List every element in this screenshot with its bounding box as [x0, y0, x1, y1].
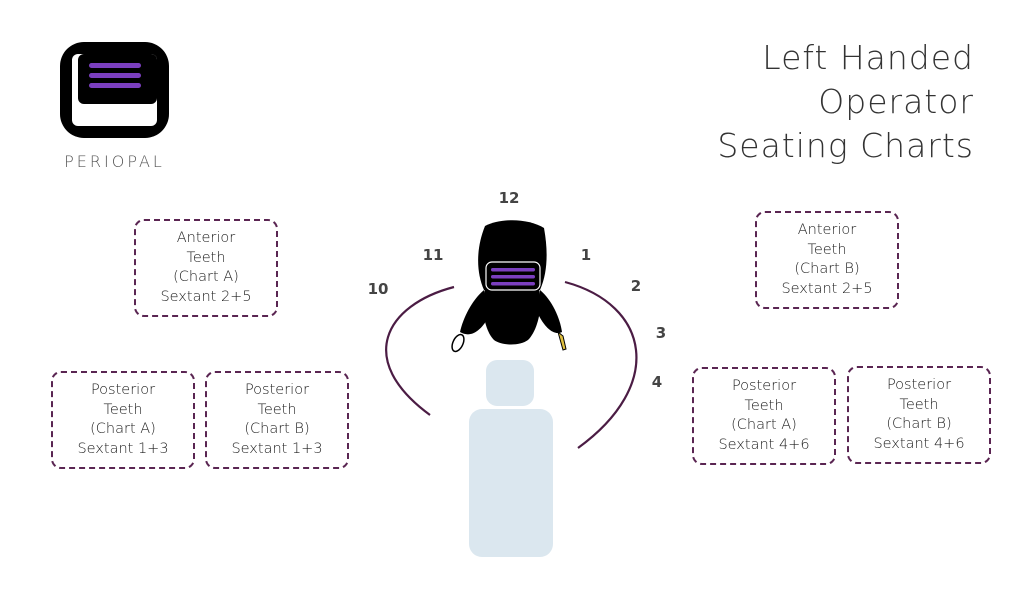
operator-figure-icon	[460, 220, 562, 345]
chart-line: (Chart A)	[173, 269, 239, 285]
chart-line: Teeth	[807, 241, 847, 258]
chart-line: Posterior	[731, 378, 797, 394]
chart-line: Sextant 4+6	[718, 436, 810, 453]
posterior-chart-a-sextant-46-box[interactable]: Posterior Teeth (Chart A) Sextant 4+6	[692, 367, 836, 465]
chart-line: (Chart B)	[244, 421, 310, 437]
left-zone-arc	[385, 285, 455, 416]
clock-10: 10	[367, 280, 389, 298]
brand-name: PERIOPAL	[64, 152, 165, 171]
anterior-chart-a-box[interactable]: Anterior Teeth (Chart A) Sextant 2+5	[134, 219, 278, 317]
clock-3: 3	[655, 324, 667, 342]
chart-line: Posterior	[886, 377, 952, 393]
chart-line: Teeth	[899, 396, 939, 413]
posterior-chart-b-sextant-13-box[interactable]: Posterior Teeth (Chart B) Sextant 1+3	[205, 371, 349, 469]
clock-12: 12	[498, 189, 520, 207]
clock-4: 4	[651, 373, 663, 391]
posterior-chart-b-sextant-46-box[interactable]: Posterior Teeth (Chart B) Sextant 4+6	[847, 366, 991, 464]
chart-line: Posterior	[244, 382, 310, 398]
right-zone-arc	[564, 280, 638, 449]
clock-2: 2	[630, 277, 642, 295]
clock-11: 11	[422, 246, 444, 264]
chart-line: Teeth	[186, 249, 226, 266]
clock-1: 1	[580, 246, 592, 264]
page-title: Left Handed Operator Seating Charts	[717, 36, 974, 168]
chart-line: Anterior	[176, 230, 236, 246]
chart-line: Anterior	[797, 222, 857, 238]
chart-line: Sextant 1+3	[77, 440, 169, 457]
periopal-logo-icon	[60, 42, 169, 138]
patient-chair-body	[469, 409, 553, 557]
chart-line: (Chart B)	[794, 261, 860, 277]
title-line-3: Seating Charts	[717, 126, 974, 165]
instrument-icon	[557, 330, 567, 351]
anterior-chart-b-box[interactable]: Anterior Teeth (Chart B) Sextant 2+5	[755, 211, 899, 309]
title-line-1: Left Handed	[762, 38, 974, 77]
chart-line: (Chart B)	[886, 416, 952, 432]
chart-line: Teeth	[744, 397, 784, 414]
posterior-chart-a-sextant-13-box[interactable]: Posterior Teeth (Chart A) Sextant 1+3	[51, 371, 195, 469]
patient-headrest	[486, 360, 534, 406]
chart-line: Posterior	[90, 382, 156, 398]
chart-line: Sextant 1+3	[231, 440, 323, 457]
mirror-icon	[451, 333, 465, 353]
chart-line: (Chart A)	[731, 417, 797, 433]
chart-line: (Chart A)	[90, 421, 156, 437]
chart-line: Teeth	[103, 401, 143, 418]
chart-line: Sextant 2+5	[781, 280, 873, 297]
chart-line: Sextant 4+6	[873, 435, 965, 452]
title-line-2: Operator	[818, 82, 974, 121]
chart-line: Sextant 2+5	[160, 288, 252, 305]
chart-line: Teeth	[257, 401, 297, 418]
